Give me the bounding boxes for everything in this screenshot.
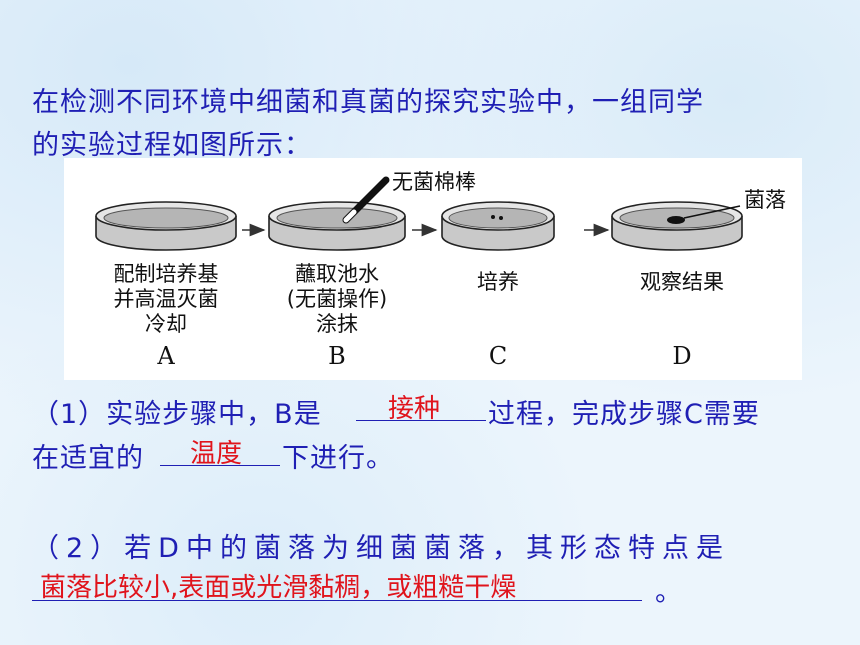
petri-dish-a bbox=[95, 201, 237, 251]
step-b-description: 蘸取池水 (无菌操作) 涂抹 bbox=[257, 262, 417, 337]
step-d-line-1: 观察结果 bbox=[640, 270, 724, 294]
step-a-letter: A bbox=[157, 342, 175, 370]
part1-blank-1 bbox=[356, 420, 486, 421]
step-a-line-2: 并高温灭菌 bbox=[113, 287, 219, 311]
question-line-2: 的实验过程如图所示： bbox=[32, 130, 312, 161]
step-c-description: 培养 bbox=[458, 270, 538, 295]
petri-dish-diagram bbox=[95, 176, 743, 251]
experiment-figure: 无菌棉棒 菌落 配制培养基 并高温灭菌 冷却 A 蘸取池水 (无菌操作) 涂抹 … bbox=[64, 158, 802, 380]
question-line-1: 在检测不同环境中细菌和真菌的探究实验中，一组同学 bbox=[32, 87, 704, 118]
part1-prefix: （1）实验步骤中，B是 bbox=[32, 399, 322, 430]
step-a-description: 配制培养基 并高温灭菌 冷却 bbox=[86, 262, 246, 337]
sterile-swab-icon bbox=[342, 176, 390, 224]
part1-middle: 过程，完成步骤C需要 bbox=[488, 399, 760, 430]
step-d-description: 观察结果 bbox=[622, 270, 742, 295]
step-b-letter: B bbox=[328, 342, 346, 370]
step-b-line-1: 蘸取池水 bbox=[295, 262, 379, 286]
step-b-line-2: (无菌操作) bbox=[286, 287, 388, 311]
petri-dish-b bbox=[268, 201, 406, 251]
petri-dish-d bbox=[611, 201, 743, 251]
part1-line2-suffix: 下进行。 bbox=[282, 443, 394, 474]
colony-label: 菌落 bbox=[744, 188, 786, 212]
step-a-line-1: 配制培养基 bbox=[113, 262, 219, 286]
step-a-line-3: 冷却 bbox=[145, 312, 187, 336]
step-c-letter: C bbox=[488, 342, 508, 370]
part1-answer-2: 温度 bbox=[190, 439, 243, 469]
part2-blank bbox=[32, 600, 642, 601]
part1-blank-2 bbox=[160, 465, 280, 466]
part2-end: 。 bbox=[655, 577, 683, 608]
part2-line-1: （2）若D中的菌落为细菌菌落，其形态特点是 bbox=[32, 533, 730, 564]
part1-answer-1: 接种 bbox=[388, 394, 441, 424]
petri-dish-c bbox=[441, 201, 555, 251]
part1-line2-prefix: 在适宜的 bbox=[32, 443, 144, 474]
swab-label: 无菌棉棒 bbox=[392, 170, 476, 194]
part2-answer: 菌落比较小,表面或光滑黏稠，或粗糙干燥 bbox=[40, 573, 517, 603]
step-d-letter: D bbox=[672, 342, 692, 370]
step-c-line-1: 培养 bbox=[477, 270, 519, 294]
step-b-line-3: 涂抹 bbox=[316, 312, 358, 336]
